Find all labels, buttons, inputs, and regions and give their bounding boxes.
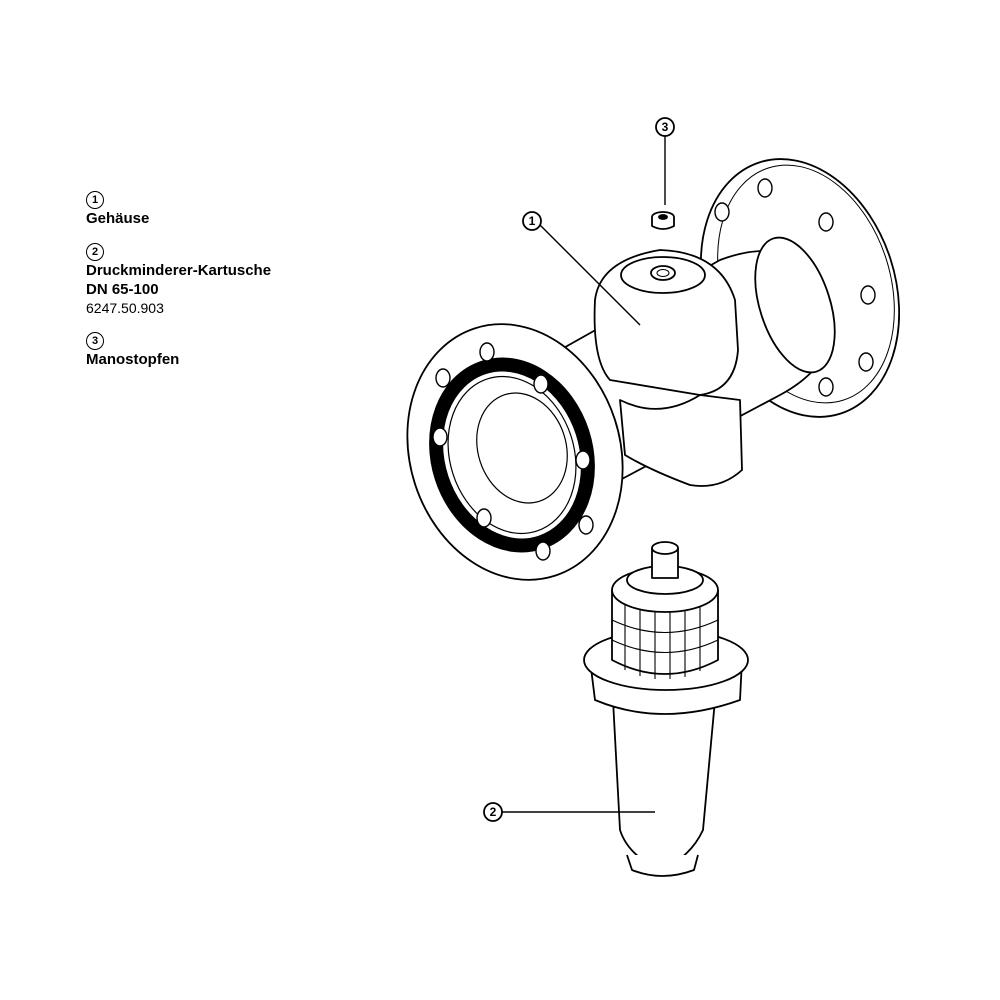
- callout-3: 3: [655, 117, 675, 205]
- legend-size-cartridge: DN 65-100: [86, 281, 159, 298]
- callout-2: 2: [483, 802, 655, 822]
- legend-number-3: 3: [86, 332, 104, 350]
- mano-plug: [651, 211, 675, 230]
- legend-title-cartridge: Druckminderer-Kartusche: [86, 262, 272, 279]
- pressure-reducer-cartridge: [583, 541, 749, 877]
- svg-text:3: 3: [662, 120, 669, 134]
- svg-text:1: 1: [529, 214, 536, 228]
- legend-article-cartridge: 6247.50.903: [86, 300, 164, 316]
- parts-legend: 1 Gehäuse 2 Druckminderer-Kartusche DN 6…: [86, 190, 346, 383]
- legend-title-plug: Manostopfen: [86, 351, 180, 368]
- callout-1: 1: [522, 211, 641, 326]
- legend-item-housing: 1 Gehäuse: [86, 190, 346, 228]
- svg-text:2: 2: [490, 805, 497, 819]
- legend-item-plug: 3 Manostopfen: [86, 331, 346, 369]
- legend-number-1: 1: [86, 191, 104, 209]
- legend-title-housing: Gehäuse: [86, 210, 150, 227]
- valve-housing: [406, 158, 901, 581]
- legend-number-2: 2: [86, 243, 104, 261]
- legend-item-cartridge: 2 Druckminderer-Kartusche DN 65-100 6247…: [86, 242, 346, 317]
- housing-bowl: [619, 394, 743, 487]
- left-flange: [406, 323, 624, 581]
